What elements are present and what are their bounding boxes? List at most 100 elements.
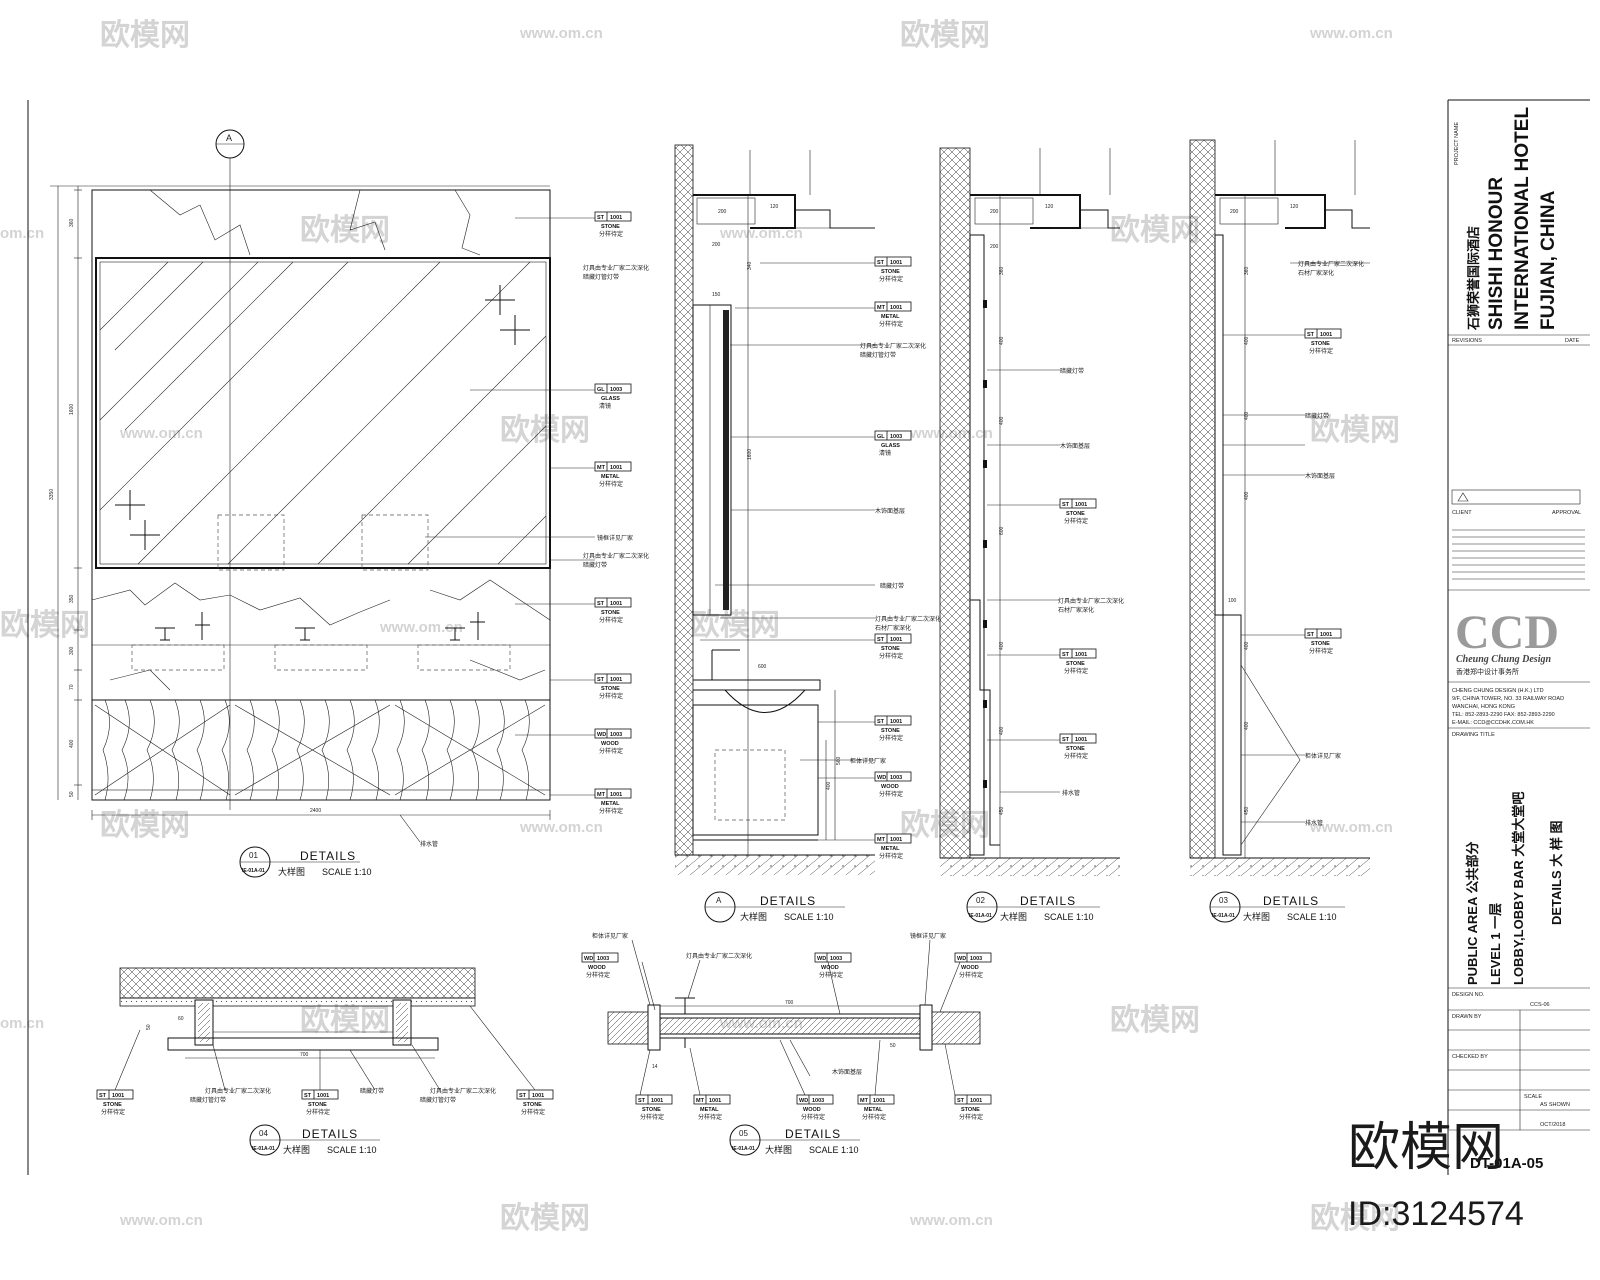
svg-text:大样图: 大样图 (765, 1144, 792, 1155)
material-name: STONE (1311, 341, 1330, 347)
dimension-label: 150 (712, 292, 721, 298)
material-note: 分样待定 (640, 1113, 664, 1121)
material-note: 分样待定 (1064, 517, 1088, 525)
project-line-1: SHISHI HONOUR (1486, 177, 1507, 330)
dimension-label: 200 (1230, 209, 1239, 215)
watermark-url-short: om.cn (0, 1015, 44, 1032)
annotation-note: 暗藏灯管灯带 (860, 351, 896, 359)
material-note: 分样待定 (599, 807, 623, 815)
grid-marker-label: A (226, 133, 232, 143)
watermark-url: www.om.cn (119, 425, 203, 442)
dimension-label: 200 (718, 209, 727, 215)
material-note: 分样待定 (879, 275, 903, 283)
svg-text:DETAILS: DETAILS (1020, 894, 1076, 908)
material-name: STONE (1066, 511, 1085, 517)
material-number: 1001 (890, 637, 902, 643)
material-code: WD (957, 956, 966, 962)
material-name: METAL (601, 801, 620, 807)
material-name: GLASS (601, 396, 620, 402)
date-label: DATE (1565, 338, 1580, 344)
material-code: ST (1062, 737, 1070, 743)
material-note: 分样待定 (1064, 667, 1088, 675)
drawing-title-label: DRAWING TITLE (1452, 732, 1495, 738)
material-code: ST (1307, 632, 1315, 638)
material-number: 1003 (610, 732, 622, 738)
annotation-note: 木饰面基层 (832, 1068, 862, 1076)
material-note: 分样待定 (879, 652, 903, 660)
dimension-label: 560 (836, 756, 842, 765)
material-code: ST (519, 1093, 527, 1099)
annotation-note: 镜框详见厂家 (910, 932, 946, 940)
detail-title-A: A DETAILS 大样图 SCALE 1:10 (704, 891, 845, 923)
watermark-brand: 欧模网 (1310, 1202, 1400, 1235)
material-number: 1001 (610, 792, 622, 798)
watermark-url: www.om.cn (1309, 819, 1393, 836)
material-name: WOOD (588, 965, 606, 971)
material-code: WD (597, 732, 606, 738)
dimension-label: 400 (826, 781, 832, 790)
svg-text:DETAILS: DETAILS (302, 1127, 358, 1141)
svg-text:大样图: 大样图 (283, 1144, 310, 1155)
dimension-label: 700 (300, 1052, 309, 1058)
material-number: 1001 (1075, 652, 1087, 658)
svg-text:04: 04 (259, 1129, 268, 1138)
svg-text:DETAILS: DETAILS (1263, 894, 1319, 908)
material-number: 1001 (890, 719, 902, 725)
material-name: STONE (308, 1102, 327, 1108)
material-number: 1001 (610, 465, 622, 471)
area-name: PUBLIC AREA 公共部分 (1465, 842, 1480, 985)
material-number: 1003 (597, 956, 609, 962)
detail-05-plan: 700 50 14 (607, 939, 981, 1096)
material-note: 分样待定 (698, 1113, 722, 1121)
svg-text:03: 03 (1219, 896, 1228, 905)
material-note: 分样待定 (599, 230, 623, 238)
material-number: 1001 (532, 1093, 544, 1099)
watermark-url: www.om.cn (519, 25, 603, 42)
mirror-section (692, 304, 732, 616)
material-number: 1003 (610, 387, 622, 393)
dimension-label: 400 (69, 739, 75, 748)
material-note: 分样待定 (801, 1113, 825, 1121)
material-name: STONE (1311, 641, 1330, 647)
dimension-label: 400 (999, 336, 1005, 345)
watermark-brand: 欧模网 (300, 214, 390, 247)
annotation-note: 镜框详见厂家 (597, 534, 633, 542)
scale-label: SCALE (1524, 1094, 1542, 1100)
watermark-brand: 欧模网 (300, 1004, 390, 1037)
material-number: 1001 (873, 1098, 885, 1104)
material-name: STONE (601, 224, 620, 230)
material-code: WD (877, 775, 886, 781)
svg-text:DETAILS: DETAILS (300, 849, 356, 863)
watermark-brand: 欧模网 (500, 1202, 590, 1235)
material-note: 分样待定 (1064, 752, 1088, 760)
drawn-by-label: DRAWN BY (1452, 1014, 1482, 1020)
annotation-note: 柜体详见厂家 (592, 932, 628, 940)
material-number: 1001 (1320, 632, 1332, 638)
material-code: MT (597, 792, 606, 798)
material-number: 1003 (890, 434, 902, 440)
svg-text:DETAILS: DETAILS (760, 894, 816, 908)
material-name: WOOD (601, 741, 619, 747)
dimension-label: 340 (747, 261, 753, 270)
watermark-brand: 欧模网 (900, 19, 990, 52)
svg-text:SCALE 1:10: SCALE 1:10 (327, 1145, 377, 1155)
svg-text:SCALE 1:10: SCALE 1:10 (322, 867, 372, 877)
material-number: 1003 (970, 956, 982, 962)
svg-text:SCALE 1:10: SCALE 1:10 (1287, 912, 1337, 922)
material-name: METAL (700, 1107, 719, 1113)
wood-grain (94, 699, 546, 801)
material-code: ST (99, 1093, 107, 1099)
watermark-id: ID:3124574 (1348, 1195, 1524, 1233)
dimension-label: 200 (712, 242, 721, 248)
overall-height-dimension: 3350 (49, 489, 55, 500)
material-number: 1001 (610, 601, 622, 607)
dimension-label: 1600 (747, 449, 753, 460)
dimension-label: 50 (146, 1024, 152, 1030)
material-note: 分样待定 (599, 692, 623, 700)
material-name: GLASS (881, 443, 900, 449)
design-no-label: DESIGN NO. (1452, 992, 1485, 998)
